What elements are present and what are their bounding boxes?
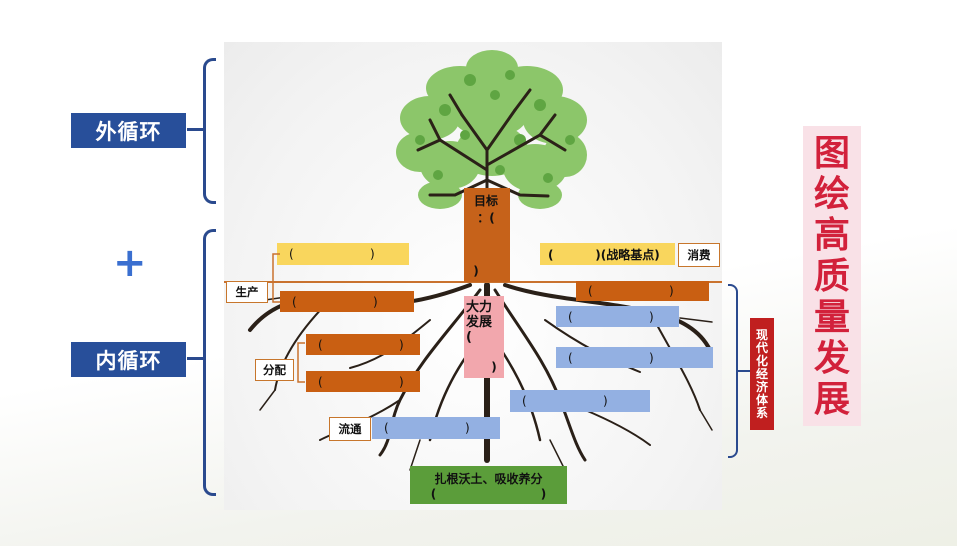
title-char-4: 质 [813,255,850,297]
production-tag: 生产 [226,281,268,303]
page-title: 图 绘 高 质 量 发 展 [803,126,861,426]
left-orange-box-2: ( ) [306,334,420,355]
right-yellow-box: ( )(战略基点) [540,243,675,265]
modern-economy-char-7: 系 [755,405,768,420]
distribution-tag: 分配 [255,359,294,381]
modern-economy-label: 现 代 化 经 济 体 系 [750,318,774,430]
right-blue-box-3: ( ) [510,390,650,412]
center-root-line1: 大力 [466,300,493,315]
plus-icon: + [113,240,147,286]
title-char-3: 高 [813,214,850,256]
left-orange-box-1: ( ) [280,291,414,312]
right-orange-box: ( ) [576,281,709,301]
title-char-5: 量 [813,296,850,338]
tree-trunk [464,188,510,282]
goal-label-line2: ：( [477,211,495,225]
center-root-text: 大力 发展 ( [466,300,502,345]
goal-label-line1: 目标 [473,194,498,208]
center-root-line2: 发展 [466,315,493,330]
goal-label-close: ) [473,264,479,278]
inner-loop-bracket [203,229,216,496]
right-blue-box-1: ( ) [556,306,679,327]
title-char-1: 图 [813,132,850,174]
center-root-box [464,296,504,378]
title-char-2: 绘 [813,173,850,215]
inner-loop-label: 内循环 [71,342,186,377]
nourish-box: 扎根沃土、吸收养分 ( ) [410,466,567,504]
modern-economy-char-2: 代 [755,340,768,355]
modern-economy-char-6: 体 [755,392,768,407]
right-blue-box-2: ( ) [556,347,713,368]
modern-economy-bracket-tick [738,370,750,372]
modern-economy-char-1: 现 [755,327,768,342]
consumption-tag: 消费 [678,243,720,267]
outer-loop-bracket-tick [187,128,203,131]
left-yellow-box: ( ) [277,243,409,265]
modern-economy-bracket [728,284,738,458]
center-root-line3: ( [466,330,472,345]
outer-loop-label: 外循环 [71,113,186,148]
modern-economy-char-5: 济 [755,379,768,394]
ground-line [224,281,722,283]
center-root-close: ) [491,360,497,374]
title-char-6: 发 [813,337,850,379]
modern-economy-char-4: 经 [755,366,768,381]
nourish-line2: ( ) [430,487,547,501]
left-blue-box: ( ) [372,417,500,439]
modern-economy-char-3: 化 [755,353,768,368]
goal-label: 目标 ：( [466,192,506,226]
circulation-tag: 流通 [329,417,371,441]
nourish-line1: 扎根沃土、吸收养分 [434,472,543,486]
left-orange-box-3: ( ) [306,371,420,392]
outer-loop-bracket [203,58,216,204]
inner-loop-bracket-tick [187,357,203,360]
title-char-7: 展 [813,378,850,420]
